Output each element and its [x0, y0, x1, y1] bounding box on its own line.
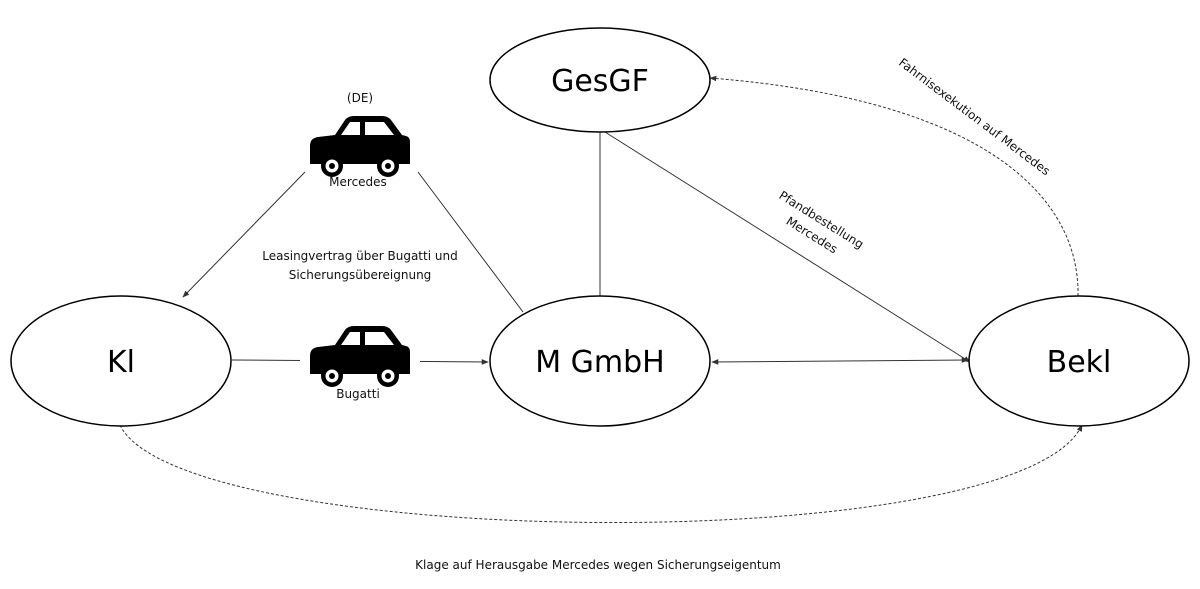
arrow-mgmbh-bekl	[711, 357, 969, 365]
leasing-label-line1: Leasingvertrag über Bugatti und	[262, 249, 457, 263]
node-mgmbh	[489, 295, 711, 427]
pfand-label-group: Pfandbestellung Mercedes	[777, 188, 867, 256]
node-kl-label: Kl	[107, 345, 135, 380]
node-gesgf-label: GesGF	[551, 64, 649, 99]
arrow-mercedes-kl	[182, 171, 306, 298]
klage-label: Klage auf Herausgabe Mercedes wegen Sich…	[415, 558, 781, 572]
node-mgmbh-label: M GmbH	[535, 345, 665, 380]
fahrnis-label: Fahrnisexekution auf Mercedes	[896, 55, 1053, 178]
leasing-label-line2: Sicherungsübereignung	[289, 268, 432, 282]
node-gesgf	[489, 27, 711, 133]
arrow-fahrnisexekution	[709, 75, 1079, 297]
line-mercedes-mgmbh	[417, 171, 524, 313]
node-bekl-label: Bekl	[1047, 345, 1112, 380]
bugatti-car-label: Bugatti	[336, 387, 380, 401]
arrow-klage	[119, 424, 1083, 523]
car-icon	[310, 116, 410, 177]
fahrnis-label-group: Fahrnisexekution auf Mercedes	[896, 55, 1053, 178]
de-label: (DE)	[347, 91, 373, 105]
node-kl	[10, 295, 232, 427]
node-bekl	[968, 295, 1190, 427]
arrow-gesgf-bekl	[604, 131, 971, 363]
mercedes-car-label: Mercedes	[329, 175, 387, 189]
